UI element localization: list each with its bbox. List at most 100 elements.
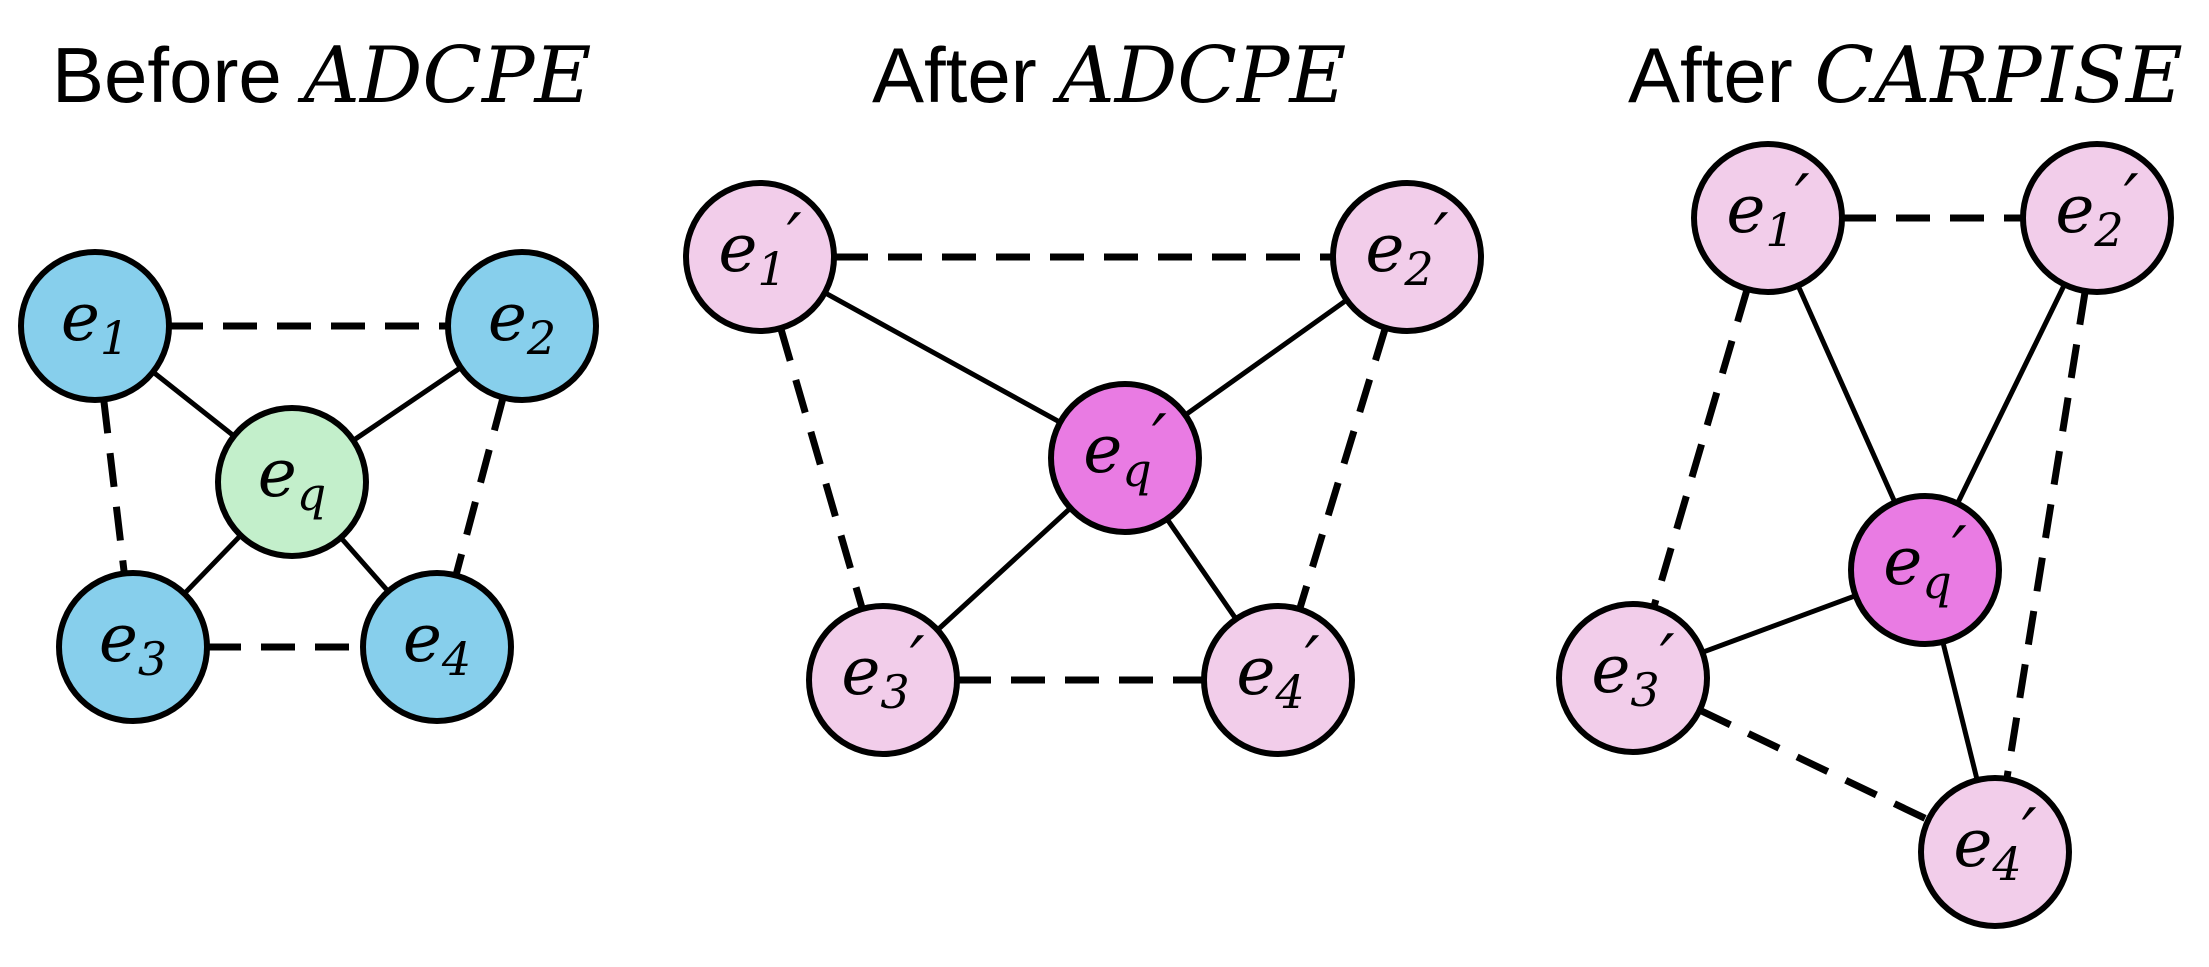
node-eq: eq′ [1048, 381, 1202, 535]
node-label-subscript: 2 [526, 311, 556, 365]
node-e1: e1′ [683, 180, 837, 334]
dashed-edge-e1-e3 [1650, 288, 1751, 608]
node-label-subscript: 1 [100, 311, 129, 365]
node-label: e4′ [1953, 795, 2036, 891]
node-circle [1201, 603, 1355, 757]
node-circle [1330, 180, 1484, 334]
node-label-prime: ′ [1305, 623, 1320, 700]
node-label: e4′ [1236, 623, 1319, 719]
node-label-base: e [1883, 523, 1922, 600]
node-circle [2020, 141, 2174, 295]
node-label-base: e [1726, 171, 1765, 248]
panel-after-carpise: After CARPISE e1′e2′eq′e3′e4′ [1556, 31, 2183, 929]
node-label-prime: ′ [1434, 200, 1449, 277]
node-e1: e1′ [1691, 141, 1845, 295]
panel-after-adcpe: After ADCPE e1′e2′eq′e3′e4′ [683, 31, 1484, 757]
node-circle [683, 180, 837, 334]
node-label-prime: ′ [1660, 621, 1675, 698]
node-label-prime: ′ [910, 623, 925, 700]
node-circle [215, 405, 369, 559]
node-label-base: e [1236, 633, 1275, 710]
node-e2: e2′ [1330, 180, 1484, 334]
dashed-edge-e2-e4 [1296, 326, 1389, 611]
node-label-base: e [1591, 631, 1630, 708]
node-label: e3′ [841, 623, 924, 719]
node-label-base: e [99, 600, 138, 677]
node-e4: e4′ [1918, 775, 2072, 929]
dashed-edge-e3-e4 [1698, 706, 1930, 824]
node-e4: e4 [360, 570, 514, 724]
solid-edge-e2-eq [1183, 297, 1349, 418]
node-e3: e3 [56, 570, 210, 724]
solid-edge-e1-eq [151, 369, 236, 439]
node-label-subscript: 4 [1274, 665, 1304, 719]
node-label: e3 [99, 600, 167, 686]
node-e1: e1 [18, 249, 172, 403]
node-e3: e3′ [806, 603, 960, 757]
node-label-subscript: 4 [1991, 837, 2021, 891]
dashed-edge-e1-e3 [777, 327, 866, 610]
node-label-subscript: 1 [1765, 203, 1794, 257]
node-label-base: e [1083, 411, 1122, 488]
node-group: e1′e2′eq′e3′e4′ [1556, 141, 2174, 929]
solid-edge-e2-eq [351, 365, 463, 443]
node-label: e2 [488, 279, 556, 365]
node-label-base: e [1953, 805, 1992, 882]
node-e2: e2 [445, 249, 599, 403]
node-label-prime: ′ [2124, 161, 2139, 238]
node-circle [360, 570, 514, 724]
node-eq: eq′ [1848, 493, 2002, 647]
node-circle [445, 249, 599, 403]
node-label-base: e [2055, 171, 2094, 248]
node-label-subscript: q [1122, 443, 1151, 497]
node-circle [1691, 141, 1845, 295]
node-label-base: e [1365, 210, 1404, 287]
node-e4: e4′ [1201, 603, 1355, 757]
node-group: e1′e2′eq′e3′e4′ [683, 180, 1484, 757]
node-e2: e2′ [2020, 141, 2174, 295]
node-label: e1′ [1726, 161, 1809, 257]
node-label-prime: ′ [1795, 161, 1810, 238]
solid-edge-e3-eq [1701, 593, 1857, 655]
node-label-base: e [841, 633, 880, 710]
node-label: e2′ [2055, 161, 2138, 257]
solid-edge-e1-eq [823, 290, 1062, 425]
node-label-subscript: 2 [2093, 203, 2123, 257]
node-label-subscript: 3 [880, 665, 909, 719]
node-label-prime: ′ [1952, 513, 1967, 590]
node-eq: eq [215, 405, 369, 559]
dashed-edge-e1-e3 [100, 399, 128, 574]
solid-edge-e1-eq [1795, 284, 1898, 504]
node-label: eq′ [1883, 513, 1967, 609]
node-label-prime: ′ [787, 200, 802, 277]
node-label: e1′ [718, 200, 801, 296]
node-label: eq [258, 435, 327, 521]
dashed-edge-e2-e4 [2003, 290, 2089, 780]
node-label: e4 [403, 600, 471, 686]
node-circle [806, 603, 960, 757]
solid-edge-e3-eq [935, 506, 1073, 632]
node-label: eq′ [1083, 401, 1167, 497]
node-circle [18, 249, 172, 403]
node-circle [1556, 601, 1710, 755]
node-label-subscript: 1 [757, 242, 786, 296]
node-label-subscript: 4 [441, 632, 471, 686]
edge-group [1650, 214, 2089, 824]
node-label-subscript: 3 [1630, 663, 1659, 717]
panel-title: After ADCPE [872, 31, 1346, 121]
node-label-prime: ′ [1152, 401, 1167, 478]
node-label: e1 [61, 279, 129, 365]
node-label-subscript: 2 [1403, 242, 1433, 296]
node-circle [1918, 775, 2072, 929]
node-circle [56, 570, 210, 724]
edge-group [100, 322, 507, 651]
solid-edge-e4-eq [1164, 517, 1239, 621]
node-label-prime: ′ [2022, 795, 2037, 872]
node-circle [1048, 381, 1202, 535]
node-label-subscript: q [297, 467, 326, 521]
solid-edge-e3-eq [182, 533, 243, 596]
node-label-base: e [403, 600, 442, 677]
node-label-base: e [488, 279, 527, 356]
